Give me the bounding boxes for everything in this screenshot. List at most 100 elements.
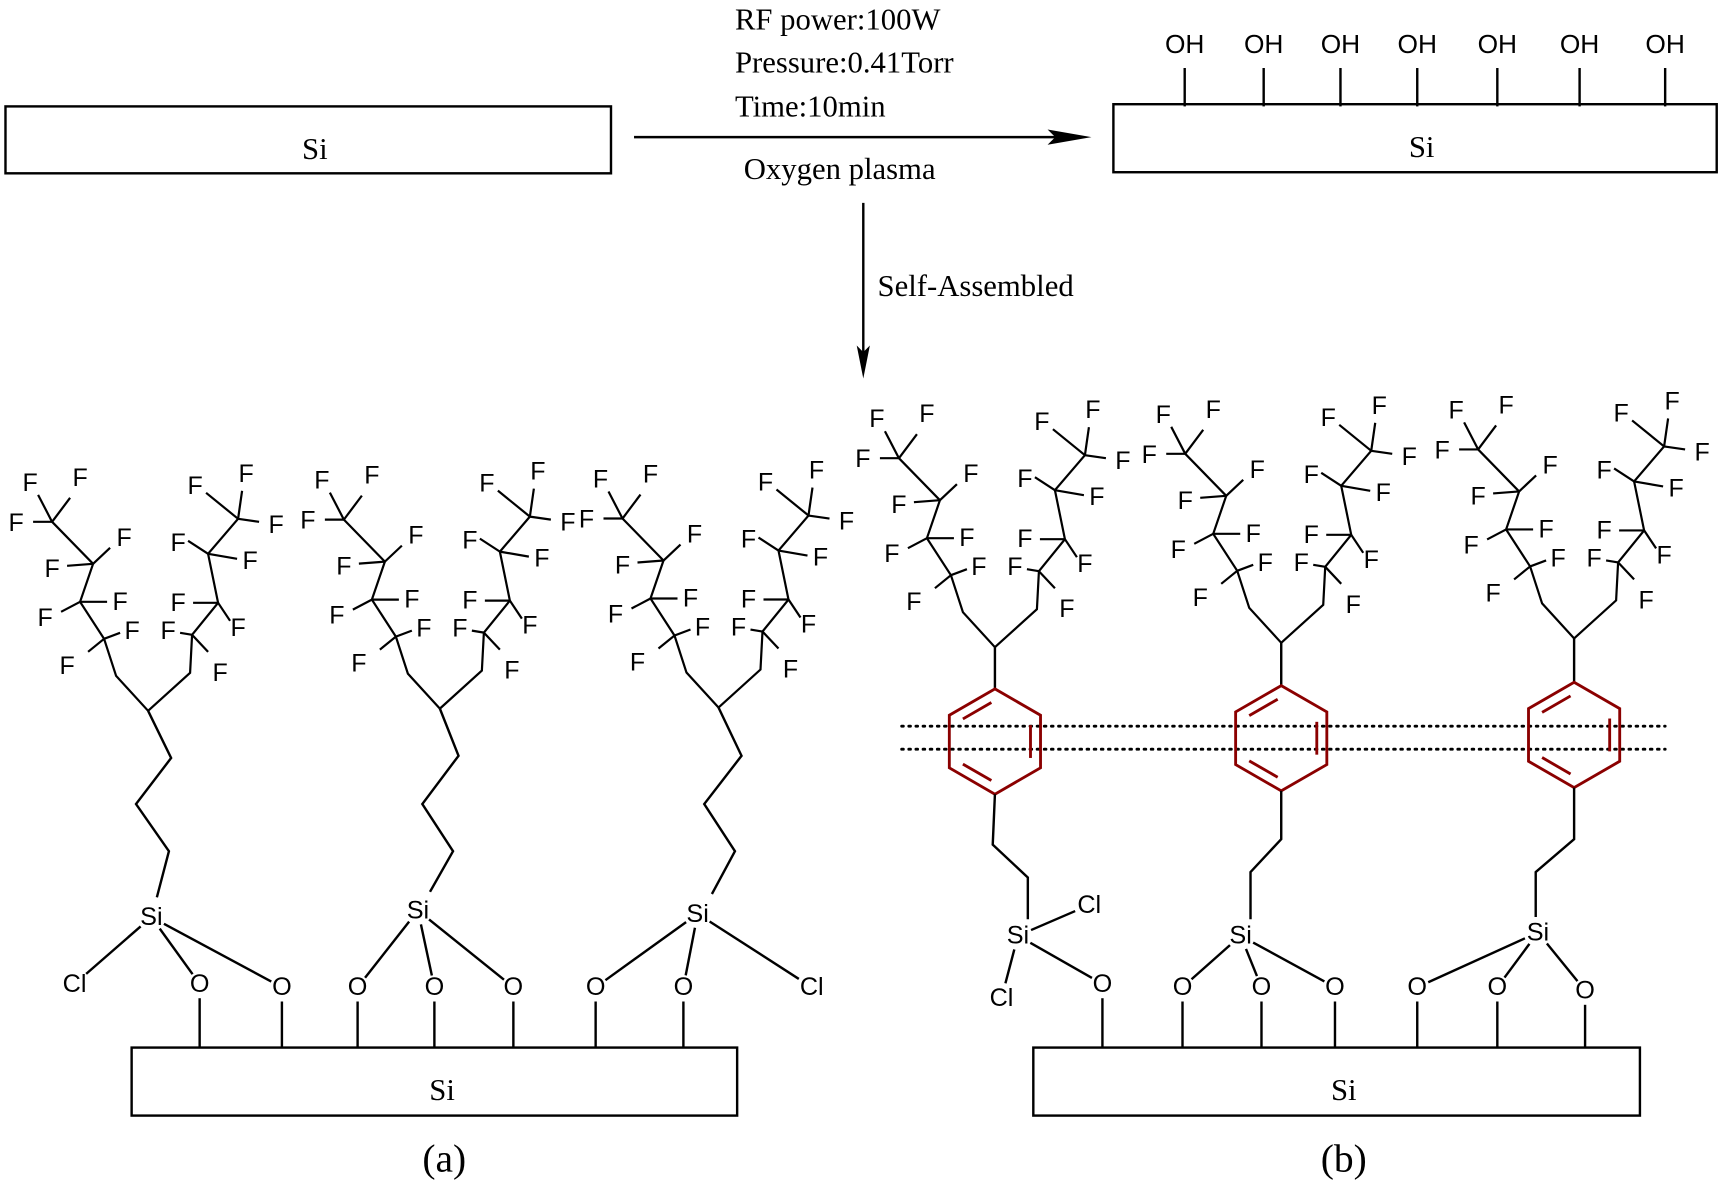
fluorine-label: F xyxy=(1178,487,1193,515)
perfluoro-chain-left xyxy=(898,457,996,648)
alkyl-spacer xyxy=(702,707,743,895)
perfluoro-chain-right xyxy=(147,518,239,712)
fluorine-label: F xyxy=(809,457,824,485)
fluorine-label: F xyxy=(1258,549,1273,577)
c-f-bond xyxy=(342,494,363,521)
fluorine-label: F xyxy=(1059,595,1074,623)
perfluoro-chain-left xyxy=(1184,453,1283,644)
c-f-bond xyxy=(1663,418,1670,447)
fluorine-label: F xyxy=(1304,521,1319,549)
c-f-bond xyxy=(497,489,531,518)
c-f-bond xyxy=(1633,480,1664,488)
fluorine-label: F xyxy=(1193,584,1208,612)
fluorine-label: F xyxy=(959,524,974,552)
c-f-bond xyxy=(60,600,81,613)
pressure-text: Pressure:0.41Torr xyxy=(735,45,954,79)
c-f-bond xyxy=(37,494,54,523)
c-f-bond xyxy=(621,493,642,520)
perfluoro-chain-right xyxy=(1280,450,1373,644)
fluorine-label: F xyxy=(479,470,494,498)
fluorine-label: F xyxy=(1304,461,1319,489)
c-f-bond xyxy=(808,514,830,520)
fluorine-label: F xyxy=(560,509,575,537)
c-f-bond xyxy=(1026,568,1040,573)
si-o-bond xyxy=(1427,937,1526,984)
fluorine-label: F xyxy=(1586,544,1601,572)
oxygen-plasma-text: Oxygen plasma xyxy=(744,152,936,186)
c-f-bond xyxy=(1054,489,1085,497)
ethyl-spacer xyxy=(991,794,1030,920)
c-f-bond xyxy=(1225,479,1244,497)
fluorine-label: F xyxy=(238,460,253,488)
fluorine-label: F xyxy=(1085,396,1100,424)
fluorine-label: F xyxy=(300,507,315,535)
si-cl-bond xyxy=(85,925,142,975)
fluorine-label: F xyxy=(268,511,283,539)
si-o-bond xyxy=(1503,943,1531,979)
c-f-bond xyxy=(51,497,71,523)
si-substrate-a-label: Si xyxy=(429,1073,455,1107)
oxygen-label: O xyxy=(586,973,606,1001)
fluorine-label: F xyxy=(22,469,37,497)
c-f-bond xyxy=(883,430,900,459)
fluorine-label: F xyxy=(1115,447,1130,475)
si-o-bond xyxy=(1545,942,1579,982)
fluorine-label: F xyxy=(44,555,59,583)
c-f-bond xyxy=(1493,490,1520,495)
c-f-bond xyxy=(237,517,260,523)
c-f-bond xyxy=(662,543,682,562)
fluorine-label: F xyxy=(1034,408,1049,436)
c-f-bond xyxy=(384,544,403,563)
panel-b-caption: (b) xyxy=(1321,1137,1367,1181)
c-f-bond xyxy=(328,492,345,521)
fluorine-label: F xyxy=(643,461,658,489)
fluorine-label: F xyxy=(1017,465,1032,493)
c-f-bond xyxy=(907,537,928,550)
hydroxyl-label: OH xyxy=(1478,29,1517,59)
fluorine-label: F xyxy=(608,601,623,629)
c-f-bond xyxy=(898,433,918,459)
c-f-bond xyxy=(87,637,105,653)
si-o-bond xyxy=(684,927,697,976)
fluorine-label: F xyxy=(971,553,986,581)
c-f-bond xyxy=(913,499,941,504)
bare-si-substrate xyxy=(4,105,613,175)
c-f-bond xyxy=(187,539,209,555)
fluorine-label: F xyxy=(112,588,127,616)
fluorine-label: F xyxy=(1346,591,1361,619)
c-f-bond xyxy=(217,602,231,622)
c-f-bond xyxy=(205,491,239,520)
c-f-bond xyxy=(934,574,952,590)
c-f-bond xyxy=(637,559,664,564)
si-substrate-b xyxy=(1032,1046,1642,1117)
rf-power-text: RF power:100W xyxy=(735,3,941,37)
chlorine-label: Cl xyxy=(990,984,1014,1012)
c-f-bond xyxy=(1617,561,1635,581)
chlorine-label: Cl xyxy=(800,973,824,1001)
fluorine-label: F xyxy=(314,467,329,495)
c-f-bond xyxy=(1350,534,1365,554)
fluorine-label: F xyxy=(1542,451,1557,479)
fluorine-label: F xyxy=(364,462,379,490)
fluorine-label: F xyxy=(37,604,52,632)
oxygen-label: O xyxy=(1407,973,1427,1001)
si-cl-bond xyxy=(1004,949,1016,984)
fluorine-label: F xyxy=(124,617,139,645)
fluorine-label: F xyxy=(1077,550,1092,578)
perfluoro-chain-right xyxy=(439,515,531,710)
fluorine-label: F xyxy=(1613,399,1628,427)
fluorine-label: F xyxy=(452,615,467,643)
c-f-bond xyxy=(1170,426,1187,455)
fluorine-label: F xyxy=(1485,579,1500,607)
fluorine-label: F xyxy=(462,527,477,555)
fluorine-label: F xyxy=(593,466,608,494)
c-f-bond xyxy=(1220,569,1238,585)
c-f-bond xyxy=(1529,559,1547,568)
fluorine-label: F xyxy=(1321,404,1336,432)
si-o-bond xyxy=(158,927,194,975)
fluorine-label: F xyxy=(1376,479,1391,507)
c-f-bond xyxy=(379,635,397,651)
hydroxyl-label: OH xyxy=(1645,29,1684,59)
fluorine-label: F xyxy=(404,586,419,614)
c-f-bond xyxy=(939,483,958,501)
